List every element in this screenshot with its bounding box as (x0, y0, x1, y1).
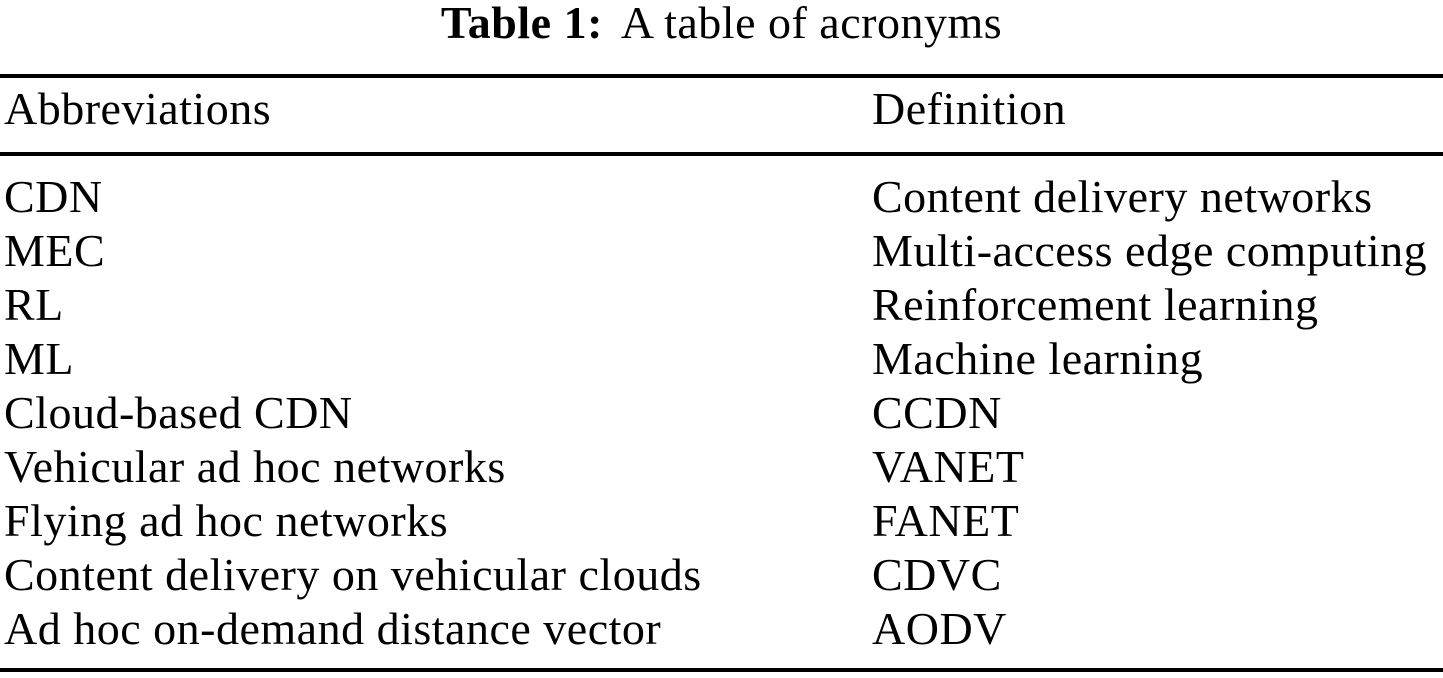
definition-cell: VANET (872, 441, 1025, 492)
table-caption-text: A table of acronyms (620, 0, 1003, 48)
abbreviation-cell: Vehicular ad hoc networks (4, 441, 506, 492)
table-row: Vehicular ad hoc networks VANET (0, 440, 1443, 494)
abbreviation-cell: Content delivery on vehicular clouds (4, 549, 702, 600)
definition-cell: Content delivery networks (872, 171, 1373, 222)
abbreviation-cell: CDN (4, 171, 103, 222)
abbreviation-cell: MEC (4, 225, 106, 276)
column-header-abbreviations: Abbreviations (4, 83, 272, 134)
abbreviation-cell: Cloud-based CDN (4, 387, 353, 438)
definition-cell: Multi-access edge computing (872, 225, 1428, 276)
table-rule-bottom (0, 668, 1443, 672)
abbreviation-cell: ML (4, 333, 74, 384)
table-caption-label: Table 1: (440, 0, 603, 48)
definition-cell: FANET (872, 495, 1020, 546)
definition-cell: CCDN (872, 387, 1002, 438)
definition-cell: AODV (872, 603, 1007, 654)
table-row: Ad hoc on-demand distance vector AODV (0, 602, 1443, 656)
table-rule-mid (0, 152, 1443, 156)
abbreviation-cell: RL (4, 279, 64, 330)
table-row: Content delivery on vehicular clouds CDVC (0, 548, 1443, 602)
table-row: Flying ad hoc networks FANET (0, 494, 1443, 548)
table-caption: Table 1: A table of acronyms (0, 0, 1443, 49)
table-header-row: Abbreviations Definition (0, 83, 1443, 135)
table-row: Cloud-based CDN CCDN (0, 386, 1443, 440)
definition-cell: Machine learning (872, 333, 1204, 384)
definition-cell: CDVC (872, 549, 1002, 600)
definition-cell: Reinforcement learning (872, 279, 1319, 330)
column-header-definition: Definition (872, 83, 1067, 134)
abbreviation-cell: Ad hoc on-demand distance vector (4, 603, 662, 654)
table-row: RL Reinforcement learning (0, 278, 1443, 332)
table-row: CDN Content delivery networks (0, 170, 1443, 224)
table-rule-top (0, 74, 1443, 78)
table-row: MEC Multi-access edge computing (0, 224, 1443, 278)
table-row: ML Machine learning (0, 332, 1443, 386)
abbreviation-cell: Flying ad hoc networks (4, 495, 449, 546)
